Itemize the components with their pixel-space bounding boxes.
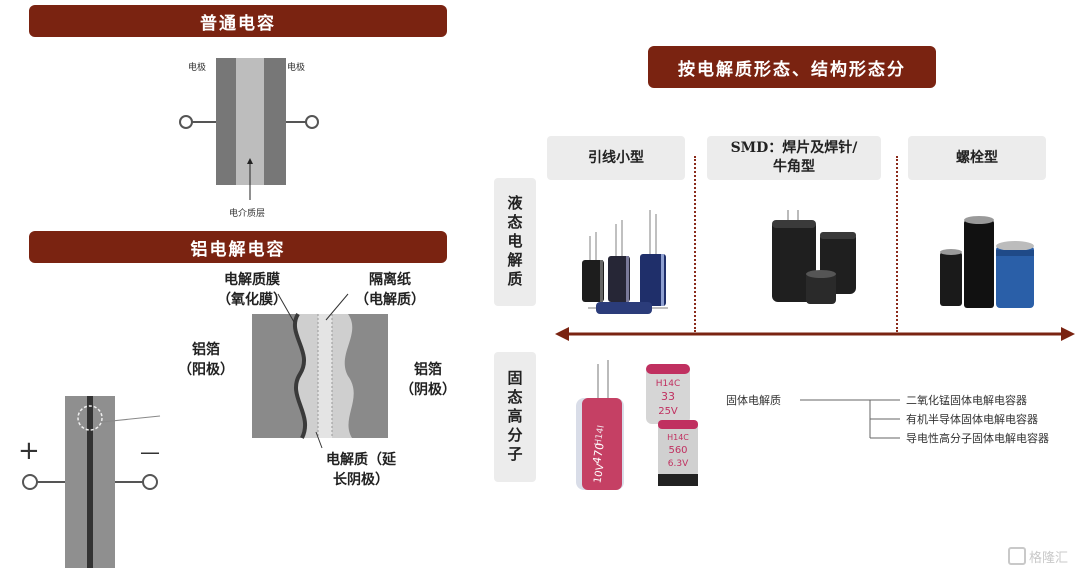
leaded-capacitors-image [582, 210, 668, 314]
minus-sign: — [140, 440, 160, 464]
solid-type-polymer: 导电性高分子固体电解电容器 [906, 432, 1049, 445]
aluminum-capacitor-schematic [22, 396, 161, 568]
divider-2 [896, 156, 898, 332]
solid-type-organic: 有机半导体固体电解电容器 [906, 413, 1038, 426]
cap-c-voltage: 6.3V [668, 459, 689, 469]
solid-electrolyte-root: 固体电解质 [726, 394, 781, 407]
cap-c-value: 560 [668, 445, 687, 456]
row-label-liquid: 液态电解质 [494, 178, 536, 306]
aluminum-capacitor-cross-section [252, 293, 388, 449]
cap-b-voltage: 10V [592, 463, 606, 484]
horizontal-double-arrow [555, 327, 1075, 341]
classification-title: 按电解质形态、结构形态分 [648, 46, 936, 88]
solid-tree-lines [800, 399, 900, 439]
category-leaded: 引线小型 [547, 136, 685, 180]
electrolyte-label: 电解质（延 长阴极） [326, 452, 396, 488]
watermark: 格隆汇 [1007, 547, 1068, 566]
row-label-solid: 固态高分子 [494, 352, 536, 482]
cap-c-code: H14C [667, 433, 689, 442]
oxide-film-label: 电解质膜 （氧化膜） [217, 272, 287, 308]
cap-b-value: 470 [590, 442, 606, 465]
cap-a-code: H14C [656, 379, 681, 389]
smd-capacitors-image [772, 210, 856, 304]
ordinary-dielectric-label: 电介质层 [229, 209, 266, 219]
watermark-logo-icon [1007, 547, 1026, 565]
ordinary-electrode-left: 电极 [188, 63, 207, 73]
ordinary-electrode-right: 电极 [287, 63, 306, 73]
cap-b-code: H14I [593, 425, 606, 447]
divider-1 [694, 156, 696, 332]
ordinary-capacitor-diagram [179, 58, 319, 200]
cap-a-voltage: 25V [658, 406, 678, 417]
separator-label: 隔离纸 （电解质） [355, 272, 425, 308]
solid-type-mno2: 二氧化锰固体电解电容器 [906, 394, 1027, 407]
anode-foil-label: 铝箔 （阳极） [178, 342, 234, 378]
plus-sign: + [18, 436, 40, 466]
ordinary-capacitor-title: 普通电容 [29, 5, 447, 37]
screw-capacitors-image [940, 216, 1034, 308]
category-smd: SMD：焊片及焊针/ 牛角型 [707, 136, 881, 180]
category-screw: 螺栓型 [908, 136, 1046, 180]
aluminum-capacitor-title: 铝电解电容 [29, 231, 447, 263]
solid-capacitors-image: H14I 470 10V H14C 33 25V H14C 560 6.3V [576, 360, 698, 490]
cathode-foil-label: 铝箔 （阴极） [400, 362, 456, 398]
cap-a-value: 33 [661, 390, 675, 403]
